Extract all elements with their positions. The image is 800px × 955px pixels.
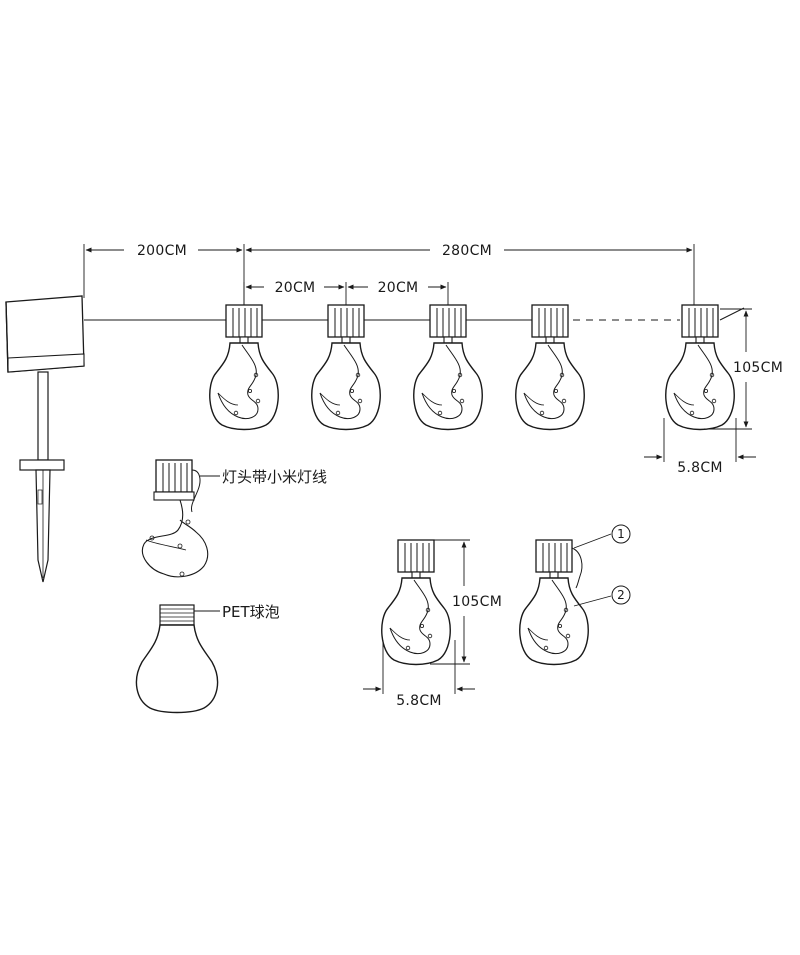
dim-20cm-a: 20CM (275, 280, 316, 296)
callout-1 (573, 524, 631, 549)
lamp-head-detail (153, 459, 220, 513)
dim-280cm: 280CM (442, 243, 492, 259)
callout-1-number: 1 (617, 527, 625, 541)
callout-2 (573, 585, 631, 607)
string-bulb (515, 304, 585, 431)
string-bulb (311, 304, 381, 431)
dim-5-8cm: 5.8CM (677, 460, 723, 476)
detail-dim-105cm: 105CM (452, 594, 502, 610)
dim-20cm-b: 20CM (378, 280, 419, 296)
dimension-lines (83, 244, 756, 462)
detail-bulb-dimensioned (381, 539, 451, 666)
callout-2-number: 2 (617, 588, 625, 602)
wire-end (719, 307, 745, 321)
pet-bulb-detail (135, 604, 220, 714)
micro-led-wire-detail (142, 499, 209, 578)
solar-panel (5, 295, 85, 373)
lamp-head-label: 灯头带小米灯线 (222, 468, 327, 486)
dim-105cm: 105CM (733, 360, 783, 376)
string-bulb (665, 304, 735, 431)
detail-bulb-callouts (519, 539, 589, 666)
ground-stake (19, 371, 65, 583)
string-bulb (413, 304, 483, 431)
detail-dim-5-8cm: 5.8CM (396, 693, 442, 709)
detail-dimension-lines (363, 539, 475, 694)
string-bulb (209, 304, 279, 431)
pet-bulb-label: PET球泡 (222, 603, 280, 621)
external-wire (571, 547, 583, 589)
dim-200cm: 200CM (137, 243, 187, 259)
